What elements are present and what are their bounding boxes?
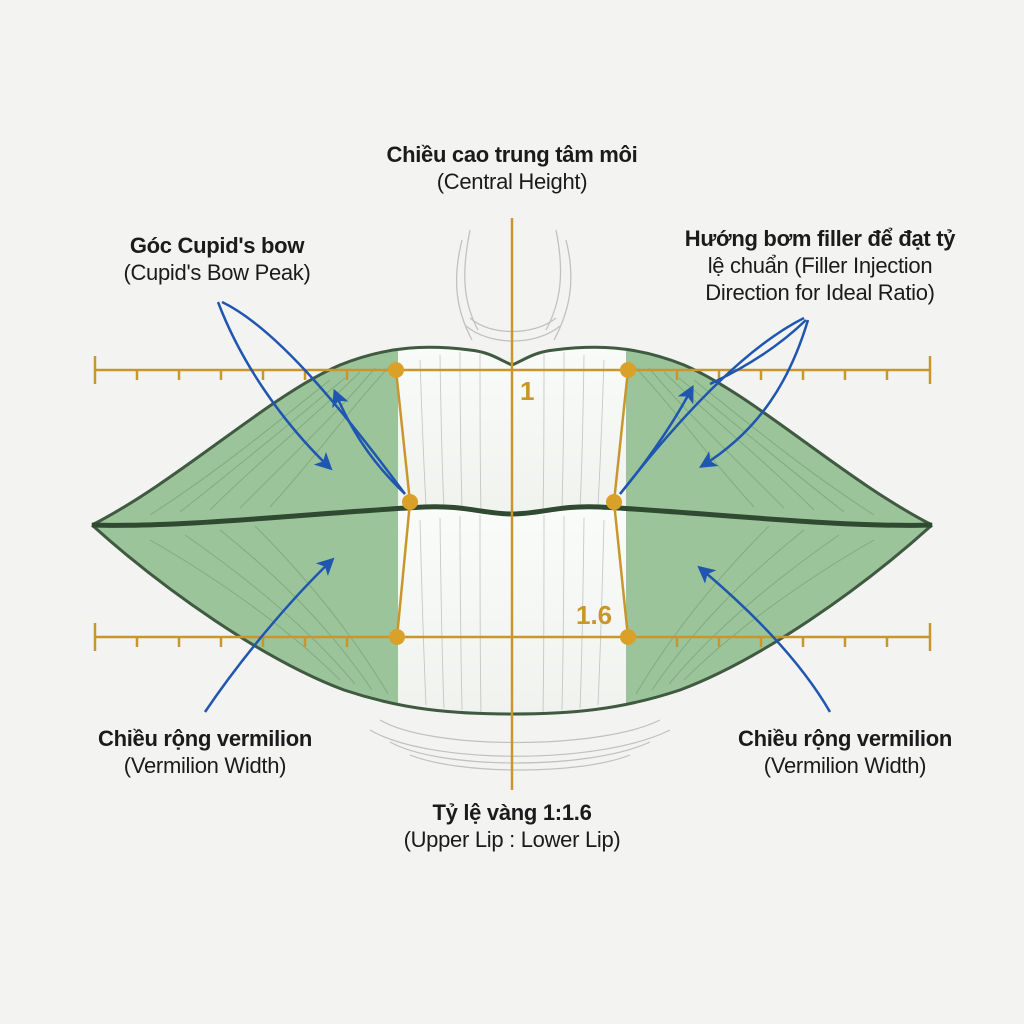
filler-direction-line1: Hướng bơm filler để đạt tỷ [684, 226, 956, 251]
vermilion-width-left-arrow [203, 557, 335, 713]
upper-lip-bracket [394, 369, 630, 503]
central-height-label: Chiều cao trung tâm môi (Central Height) [362, 142, 662, 196]
vermilion-width-right-label: Chiều rộng vermilion (Vermilion Width) [710, 726, 980, 780]
central-height-title: Chiều cao trung tâm môi [386, 142, 638, 167]
cupids-bow-label: Góc Cupid's bow (Cupid's Bow Peak) [92, 233, 342, 287]
filler-direction-arrows [619, 316, 810, 495]
filler-direction-line2: lệ chuẩn (Filler Injection [707, 252, 933, 278]
upper-ratio-mark: 1 [520, 376, 535, 406]
filler-direction-line3: Direction for Ideal Ratio) [705, 279, 935, 305]
cupids-bow-subtitle: (Cupid's Bow Peak) [123, 259, 311, 285]
vermilion-width-left-subtitle: (Vermilion Width) [123, 752, 287, 778]
filler-direction-label: Hướng bơm filler để đạt tỷ lệ chuẩn (Fil… [665, 226, 975, 306]
vermilion-width-left-label: Chiều rộng vermilion (Vermilion Width) [70, 726, 340, 780]
guide-markers [388, 362, 636, 645]
lower-lip-bracket [395, 501, 630, 638]
vermilion-width-right-title: Chiều rộng vermilion [737, 726, 953, 751]
central-height-subtitle: (Central Height) [436, 168, 588, 194]
cupids-bow-arrows [216, 300, 407, 495]
lower-ratio-mark: 1.6 [576, 600, 613, 630]
golden-ratio-subtitle: (Upper Lip : Lower Lip) [403, 826, 621, 852]
cupids-bow-title: Góc Cupid's bow [129, 233, 305, 258]
golden-ratio-label: Tỷ lệ vàng 1:1.6 (Upper Lip : Lower Lip) [362, 800, 662, 854]
vermilion-width-right-subtitle: (Vermilion Width) [763, 752, 927, 778]
chin-sketch [369, 719, 671, 771]
philtrum-sketch [455, 229, 572, 342]
vermilion-width-left-title: Chiều rộng vermilion [97, 726, 313, 751]
golden-ratio-title: Tỷ lệ vàng 1:1.6 [432, 800, 592, 825]
vermilion-width-right-arrow [697, 565, 832, 713]
